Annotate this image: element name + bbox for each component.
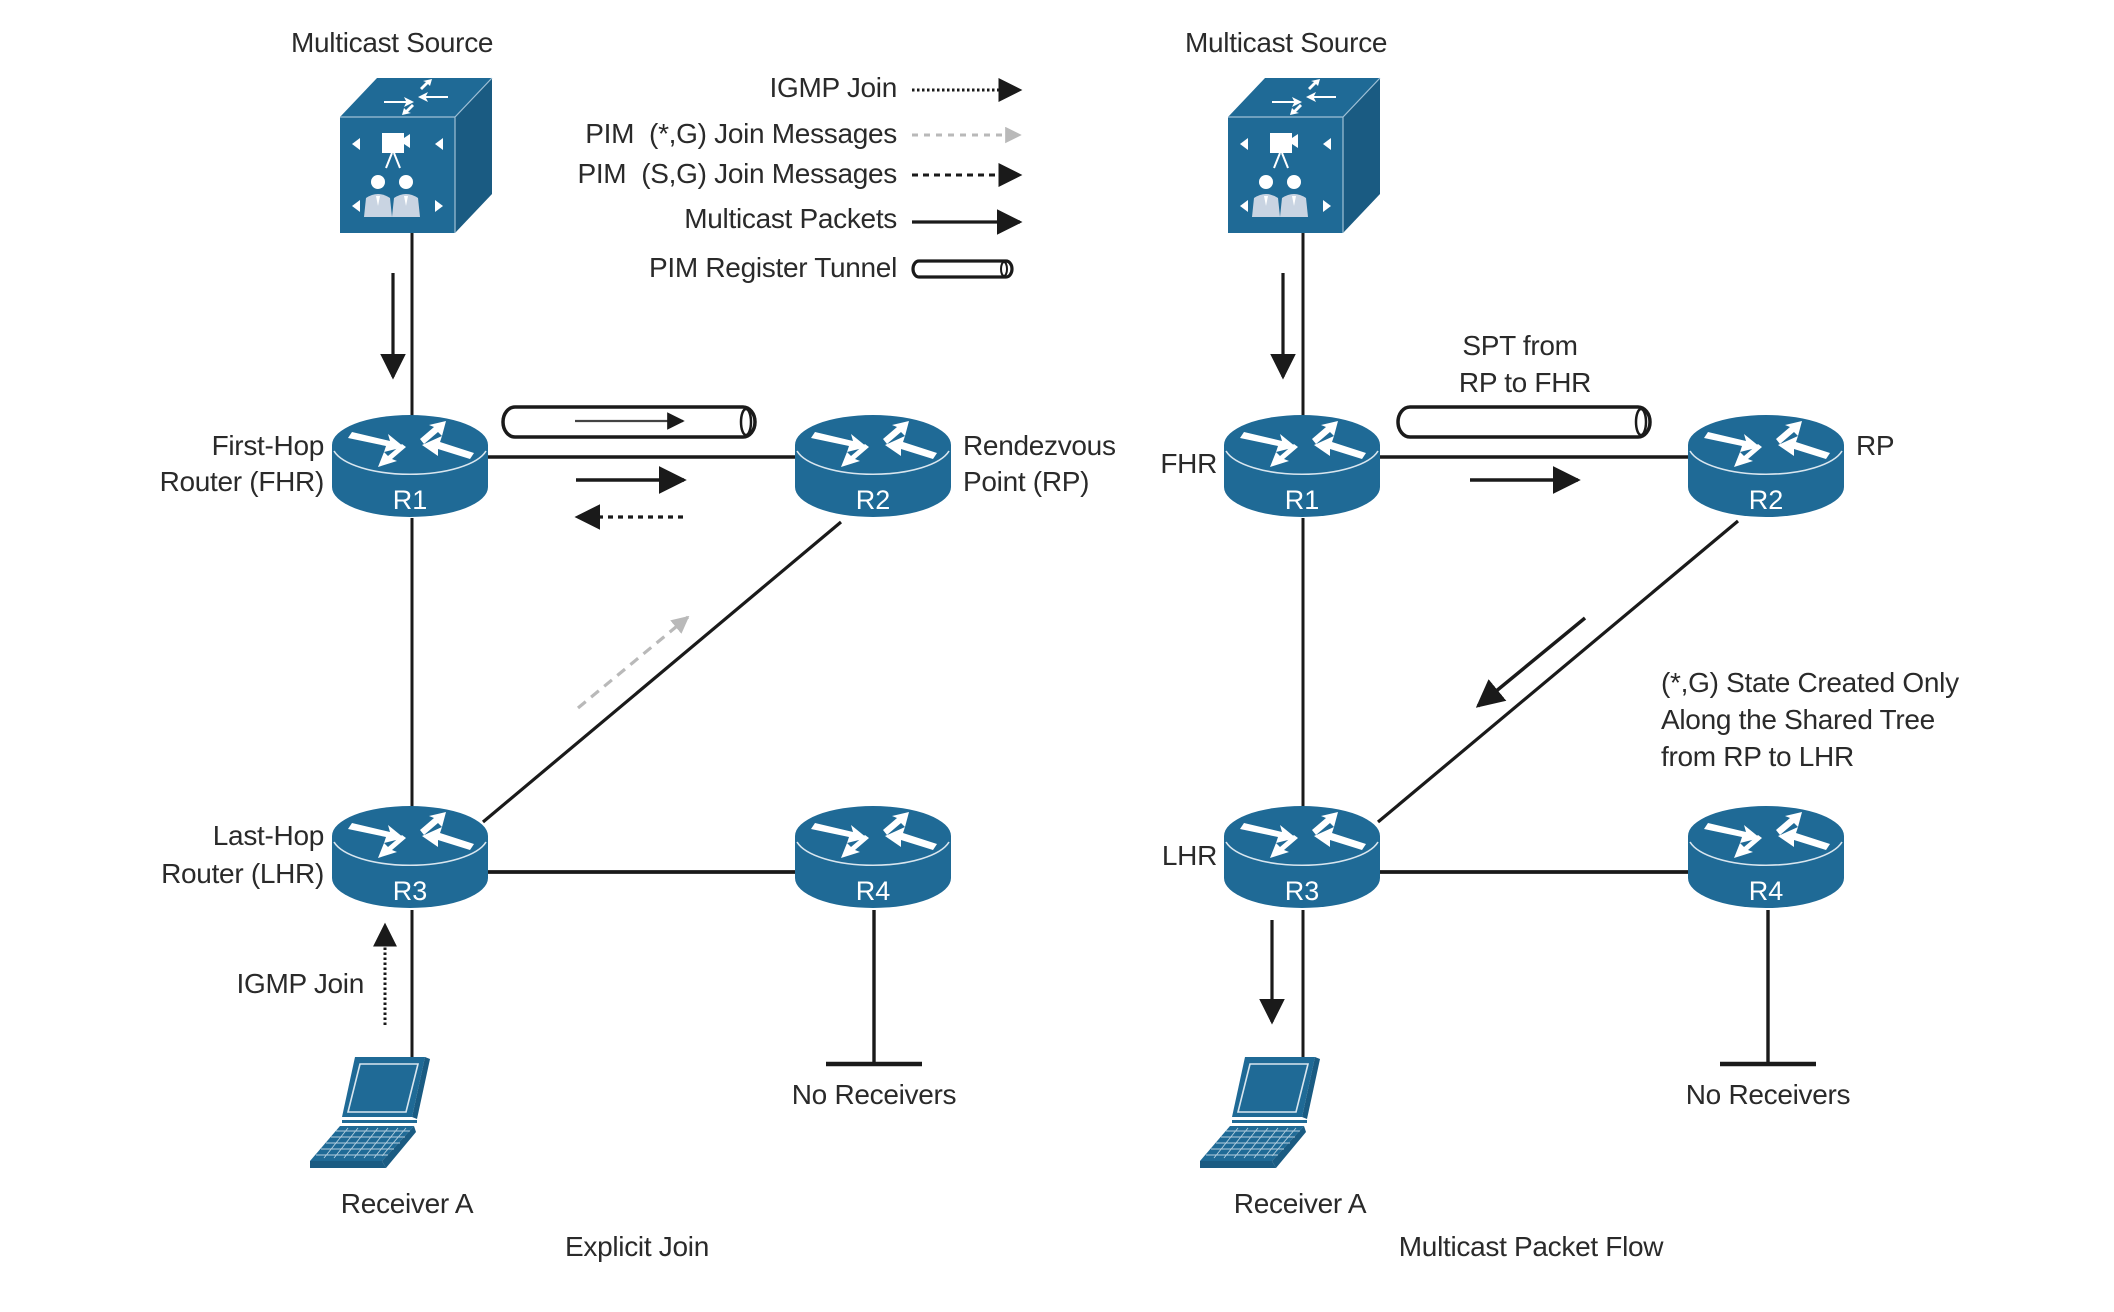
router-r1-label: R1 [393,485,428,515]
multicast-source-device [1227,77,1381,234]
tunnel-end-cap [1634,407,1648,437]
right-panel-caption: Multicast Packet Flow [1398,1231,1664,1262]
router-r2: R2 [794,414,952,518]
router-r3-label: R3 [393,876,428,906]
legend-multicast-packets-label: Multicast Packets [684,203,897,234]
legend-pim-sg-join-label: PIM (S,G) Join Messages [577,158,897,189]
right-multicast-source-label: Multicast Source [1185,27,1388,58]
legend-pim-starg-join-label: PIM (*,G) Join Messages [585,118,897,149]
router-r4-label: R4 [1749,876,1784,906]
receiver-a-device [309,1056,431,1169]
link-r2-r3 [481,520,843,824]
spt-label-line-1: SPT from [1462,330,1578,361]
left-r2-role-line-2: Point (RP) [963,466,1090,497]
video-conference-icon [1227,77,1381,234]
router-r2-label: R2 [856,485,891,515]
router-r2: R2 [1687,414,1845,518]
router-r3: R3 [1223,805,1381,909]
left-r2-role-line-1: Rendezvous [963,430,1116,461]
left-multicast-source-label: Multicast Source [291,27,494,58]
right-no-receivers-label: No Receivers [1685,1079,1851,1110]
router-r3: R3 [331,805,489,909]
laptop-icon [309,1056,431,1169]
laptop-icon [1199,1056,1321,1169]
right-r2-role-label: RP [1856,430,1895,461]
router-r4-label: R4 [856,876,891,906]
router-r4: R4 [794,805,952,909]
right-r1-role-label: FHR [1160,448,1217,479]
left-r3-role-line-2: Router (LHR) [161,858,324,889]
multicast-packets-arrow-r2-to-r3 [1475,616,1587,708]
right-r3-role-label: LHR [1161,840,1217,871]
router-r1-label: R1 [1285,485,1320,515]
annotation-line-1: (*,G) State Created Only [1661,667,1959,698]
right-receiver-a-label: Receiver A [1233,1188,1367,1219]
left-r1-role-line-1: First-Hop [211,430,325,461]
video-conference-icon [339,77,493,234]
left-no-receivers-label: No Receivers [791,1079,957,1110]
router-r1: R1 [331,414,489,518]
router-r1: R1 [1223,414,1381,518]
multicast-source-device [339,77,493,234]
link-r2-r3 [1376,519,1740,824]
annotation-line-3: from RP to LHR [1661,741,1854,772]
left-igmp-join-label: IGMP Join [236,968,365,999]
legend-pim-register-tunnel-label: PIM Register Tunnel [649,252,897,283]
tunnel-end-cap [739,407,753,437]
receiver-a-device [1199,1056,1321,1169]
left-panel-caption: Explicit Join [565,1231,709,1262]
left-r3-role-line-1: Last-Hop [212,820,325,851]
right-panel: R1 R2 R3 R4 [1199,77,1845,1169]
pim-starg-join-arrow-r3-to-r2 [576,615,690,710]
legend-tunnel-end-cap [1000,261,1008,277]
spt-label-line-2: RP to FHR [1458,367,1592,398]
router-r4: R4 [1687,805,1845,909]
left-panel: R1 R2 R3 R4 [309,77,952,1169]
annotation-line-2: Along the Shared Tree [1661,704,1935,735]
left-r1-role-line-2: Router (FHR) [159,466,325,497]
legend-pim-register-tunnel-symbol [911,259,1014,279]
legend-igmp-join-label: IGMP Join [769,72,898,103]
left-receiver-a-label: Receiver A [340,1188,474,1219]
legend-symbols [911,78,1023,279]
router-r3-label: R3 [1285,876,1320,906]
spt-tunnel [1396,405,1652,439]
router-r2-label: R2 [1749,485,1784,515]
